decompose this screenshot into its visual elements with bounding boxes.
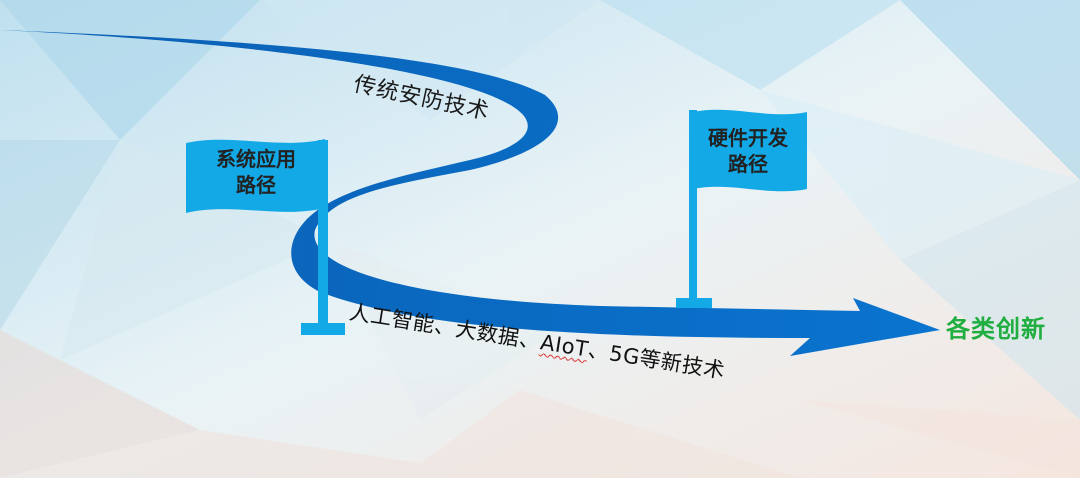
flag-right-cloth <box>693 109 807 192</box>
flag-right-label-line2: 路径 <box>728 152 768 176</box>
flag-right-pole <box>689 110 697 302</box>
flag-left-label-line1: 系统应用 <box>216 147 296 171</box>
flag-left <box>186 139 345 335</box>
flag-left-cloth <box>186 139 325 213</box>
path-label-new-tech-aiot: AIoT <box>538 330 591 362</box>
flag-right-base <box>676 298 712 308</box>
flag-left-pole <box>318 140 328 330</box>
flag-left-label: 系统应用 路径 <box>190 146 322 198</box>
road-arrow-body <box>0 30 940 356</box>
flag-left-label-line2: 路径 <box>236 173 276 197</box>
flag-right-label: 硬件开发 路径 <box>693 125 803 177</box>
flag-right <box>676 109 807 308</box>
target-label: 各类创新 <box>946 315 1046 343</box>
flag-right-label-line1: 硬件开发 <box>708 126 788 150</box>
